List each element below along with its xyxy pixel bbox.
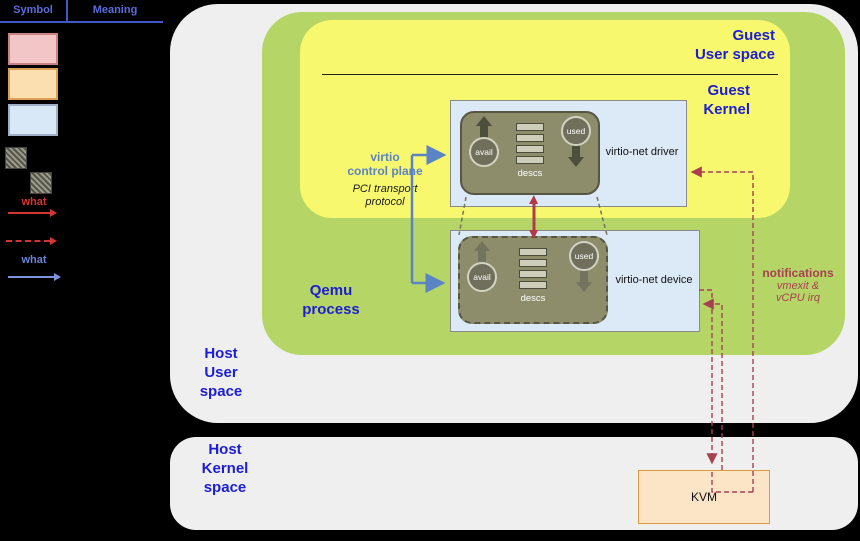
kvm-label: KVM bbox=[690, 490, 717, 504]
virtio-net-driver-label: virtio-net driver bbox=[605, 146, 679, 158]
guest-divider bbox=[322, 74, 778, 75]
host-user-space-label: Host User space bbox=[199, 345, 243, 400]
device-avail-queue: avail bbox=[467, 241, 497, 319]
legend-header-meaning: Meaning bbox=[92, 4, 138, 16]
driver-used-ring: used bbox=[561, 116, 591, 146]
legend-label-blue-arrow: what bbox=[21, 254, 47, 266]
host-kernel-space-label: Host Kernel space bbox=[201, 441, 249, 496]
kvm-box: KVM bbox=[638, 470, 770, 524]
driver-avail-queue: avail bbox=[469, 116, 499, 190]
virtio-net-device-label: virtio-net device bbox=[615, 274, 693, 286]
device-descs-label: descs bbox=[520, 293, 546, 304]
legend-column-divider bbox=[66, 0, 68, 21]
driver-used-queue: used bbox=[561, 116, 591, 190]
legend-header-symbol: Symbol bbox=[13, 4, 53, 16]
red-dashed-arrow-icon bbox=[6, 237, 57, 245]
legend-texture-icon-1 bbox=[5, 147, 27, 169]
red-arrow-icon bbox=[8, 209, 57, 217]
legend-swatch-orange bbox=[8, 68, 58, 100]
notifications-title: notifications bbox=[762, 266, 834, 280]
blue-arrow-icon bbox=[8, 273, 61, 281]
device-used-queue: used bbox=[569, 241, 599, 319]
used-down-arrow-icon bbox=[568, 139, 584, 167]
red-dashed-arrow-head bbox=[50, 237, 57, 245]
device-used-ring: used bbox=[569, 241, 599, 271]
descs-icon bbox=[516, 123, 544, 164]
device-avail-ring: avail bbox=[467, 262, 497, 292]
notifications-irq: vCPU irq bbox=[775, 292, 820, 304]
driver-avail-ring: avail bbox=[469, 137, 499, 167]
avail-up-arrow-icon bbox=[476, 116, 492, 144]
descs-icon bbox=[519, 248, 547, 289]
guest-user-space-label: Guest User space bbox=[694, 27, 775, 63]
legend-table: Symbol Meaning what what bbox=[0, 0, 165, 300]
legend-swatch-blue bbox=[8, 104, 58, 136]
driver-descs-label: descs bbox=[517, 168, 543, 179]
control-plane-label: virtio control plane bbox=[347, 150, 423, 179]
avail-up-arrow-icon bbox=[474, 241, 490, 269]
legend-swatch-pink bbox=[8, 33, 58, 65]
driver-vring: avail descs used bbox=[460, 111, 600, 195]
driver-descriptor-table: descs bbox=[516, 116, 544, 190]
blue-arrow-head bbox=[54, 273, 61, 281]
legend-texture-icon-2 bbox=[30, 172, 52, 194]
transport-protocol-label: PCI transport protocol bbox=[352, 183, 418, 209]
device-descriptor-table: descs bbox=[519, 241, 547, 319]
legend-header-underline bbox=[0, 21, 163, 23]
device-vring: avail descs used bbox=[458, 236, 608, 324]
used-down-arrow-icon bbox=[576, 264, 592, 292]
red-arrow-head bbox=[50, 209, 57, 217]
guest-kernel-label: Guest Kernel bbox=[703, 82, 750, 118]
notifications-label-group: notifications vmexit & vCPU irq bbox=[754, 266, 842, 304]
qemu-process-label: Qemu process bbox=[302, 282, 360, 318]
legend-label-red-arrow: what bbox=[21, 196, 47, 208]
notifications-vmexit: vmexit & bbox=[776, 280, 820, 292]
